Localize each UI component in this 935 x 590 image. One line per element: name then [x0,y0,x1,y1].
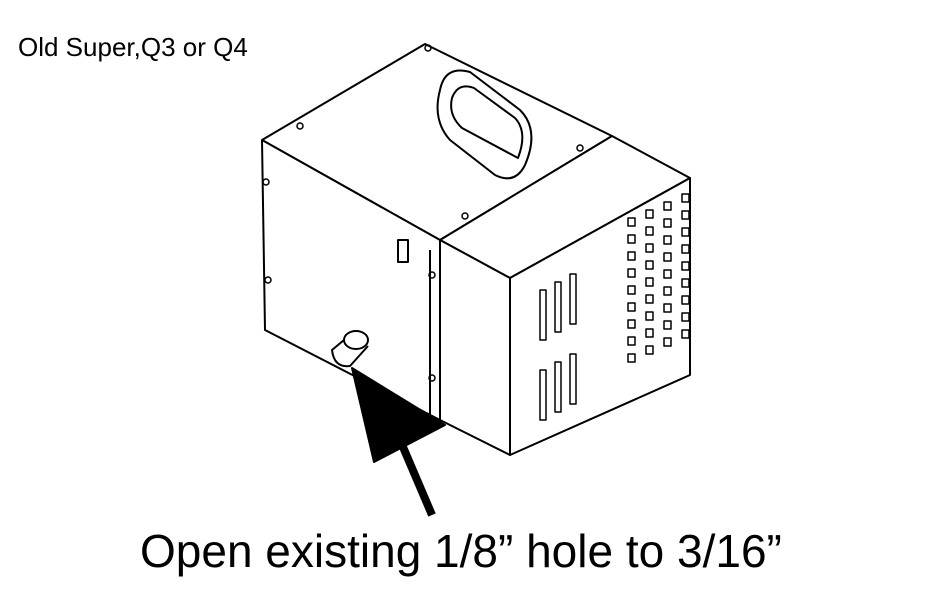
louver [569,353,577,405]
handle [436,69,533,180]
vent-slot [645,311,654,321]
vent-slot [681,227,690,237]
vent-slot [681,295,690,305]
module-side [439,239,511,456]
vent-slot [663,252,672,262]
louver [539,369,547,421]
vent-slot [645,209,654,219]
vent-slot [645,345,654,355]
vent-slot [681,244,690,254]
vent-slot [681,329,690,339]
model-title: Old Super,Q3 or Q4 [18,32,248,62]
vent-slot [663,303,672,313]
vent-slot [645,328,654,338]
vent-slot [663,218,672,228]
vent-slot [645,260,654,270]
louver [554,281,562,333]
vent-slot [627,319,636,329]
vent-slot [663,201,672,211]
vent-slot [681,312,690,322]
vent-slot [663,286,672,296]
vent-slot [627,302,636,312]
vent-slot [627,234,636,244]
vent-slot [627,353,636,363]
louver [554,361,562,413]
vent-slot [681,210,690,220]
vent-slot [663,235,672,245]
vent-slot [663,320,672,330]
screws [262,44,584,382]
vent-slot [645,243,654,253]
louver [539,289,547,341]
vent-slot [645,277,654,287]
pipe-fitting [331,330,369,368]
vent-slot [645,226,654,236]
instruction-caption: Open existing 1/8” hole to 3/16” [140,525,782,577]
vent-slot [663,337,672,347]
louver [569,273,577,325]
latch [397,239,409,263]
vent-slots [539,193,690,421]
vent-slot [627,336,636,346]
vent-slot [645,294,654,304]
vent-slot [681,278,690,288]
vent-slot [627,217,636,227]
vent-slot [663,269,672,279]
arrow [351,367,446,517]
vent-slot [627,285,636,295]
vent-slot [627,251,636,261]
vent-slot [627,268,636,278]
vent-slot [681,193,690,203]
vent-slot [681,261,690,271]
